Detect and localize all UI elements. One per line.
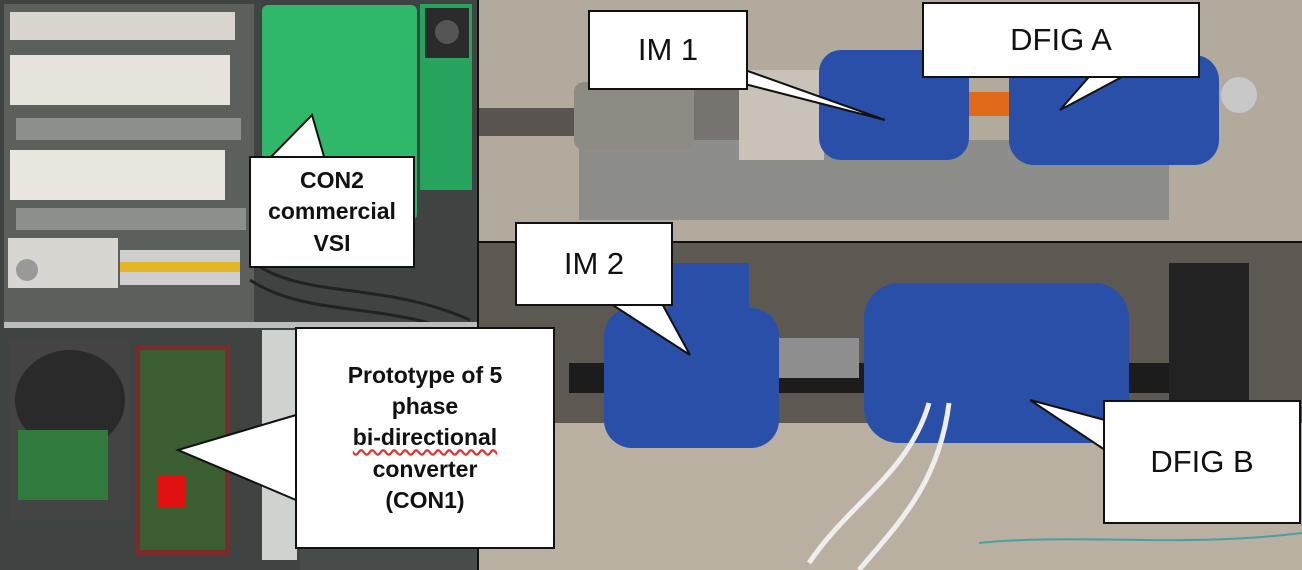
- con2-line2: commercial: [268, 198, 396, 225]
- dfig-b-label: DFIG B: [1150, 444, 1254, 479]
- motor-dfig-b: [864, 283, 1129, 443]
- im1-label: IM 1: [637, 32, 699, 67]
- im2-label: IM 2: [563, 246, 625, 281]
- breaker-row: [10, 12, 235, 40]
- con2-line3: VSI: [313, 229, 351, 256]
- con1-line1: Prototype of 5: [347, 362, 503, 389]
- con1-line2: phase: [391, 393, 459, 420]
- motor-im2: [604, 308, 779, 448]
- panel-divider: [479, 241, 1302, 243]
- panel-divider: [477, 0, 479, 570]
- con1-line4: converter: [372, 455, 478, 482]
- breaker-row: [10, 150, 225, 200]
- pcb-board: [18, 430, 108, 500]
- con1-line3: bi-directional: [352, 424, 498, 451]
- im2-callout: IM 2: [515, 222, 673, 306]
- dfig-a-label: DFIG A: [1010, 22, 1112, 57]
- con2-line1: CON2: [300, 167, 364, 194]
- pcb-board: [140, 350, 225, 550]
- dfig-b-callout: DFIG B: [1103, 400, 1301, 524]
- dfig-a-callout: DFIG A: [922, 2, 1200, 78]
- breaker-row: [10, 55, 230, 105]
- con1-callout: Prototype of 5 phase bi-directional conv…: [295, 327, 555, 549]
- con2-callout: CON2 commercial VSI: [249, 156, 415, 268]
- im1-callout: IM 1: [588, 10, 748, 90]
- con1-line5: (CON1): [385, 486, 465, 513]
